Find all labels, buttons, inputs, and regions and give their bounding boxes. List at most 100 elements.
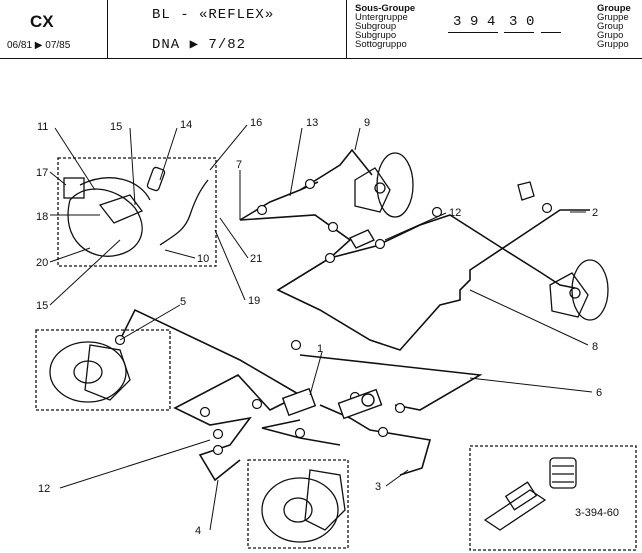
code-digit-3: 4 <box>487 14 496 30</box>
group-label-fr: Groupe <box>597 3 631 14</box>
fitting <box>256 204 268 216</box>
page-title: BL - «REFLEX» <box>152 7 275 23</box>
leader-1 <box>309 351 323 396</box>
pipe-6 <box>299 354 483 411</box>
hub <box>354 167 391 213</box>
leader-17 <box>49 171 67 186</box>
pipe-3 <box>319 404 432 476</box>
hose-bracket-2 <box>517 181 535 201</box>
valve-port <box>361 393 375 407</box>
valve-body <box>281 387 317 417</box>
inset-box-top-left <box>57 157 217 267</box>
callout-16: 16 <box>250 117 262 129</box>
fitting <box>541 202 553 214</box>
pipe-2 <box>239 209 590 351</box>
dna-range: DNA ▶ 7/82 <box>152 37 247 53</box>
group-label-de: Gruppe <box>597 12 629 23</box>
fitting <box>294 427 306 439</box>
inset-box-tool <box>469 445 637 551</box>
leader-19 <box>214 229 246 301</box>
callout-6: 6 <box>596 387 602 399</box>
subgroup-label-it: Sottogruppo <box>355 39 407 50</box>
subgroup-label-de: Untergruppe <box>355 12 408 23</box>
callout-11: 11 <box>37 121 48 133</box>
subgroup-label-en: Subgroup <box>355 21 397 32</box>
group-label-es: Grupo <box>597 30 624 41</box>
leader-15b <box>49 239 121 306</box>
callout-9: 9 <box>364 117 370 129</box>
distribution-valve <box>281 229 383 420</box>
fitting <box>290 339 302 351</box>
leader-12a <box>384 212 447 241</box>
bleed-screw <box>146 166 166 192</box>
caliper <box>63 177 85 199</box>
leader-4 <box>209 479 219 531</box>
leader-20 <box>49 247 91 263</box>
callout-4: 4 <box>195 525 201 537</box>
tool-fitting <box>504 481 538 511</box>
leader-14 <box>159 127 178 181</box>
leader-5 <box>119 304 181 341</box>
leader-8 <box>469 289 589 346</box>
pipe-4 <box>173 374 301 482</box>
code-digit-5: 0 <box>526 14 535 30</box>
callout-19: 19 <box>248 295 260 307</box>
fitting <box>374 238 386 250</box>
header: CX 06/81 ▶ 07/85 BL - «REFLEX» DNA ▶ 7/8… <box>0 0 642 60</box>
callout-20: 20 <box>36 257 48 269</box>
pipe-8 <box>277 214 576 291</box>
leader-21 <box>219 217 249 259</box>
brake-disc <box>67 188 143 257</box>
fitting <box>394 402 406 414</box>
leader-12b <box>59 439 211 489</box>
code-digit-1: 3 <box>453 14 462 30</box>
right-wheel-hub <box>517 181 609 321</box>
inset-box-bottom <box>247 459 349 549</box>
code-underline-3 <box>541 32 561 33</box>
header-divider-1 <box>107 0 108 58</box>
hub-center <box>374 182 386 194</box>
fitting <box>199 406 211 418</box>
caliper <box>84 344 131 401</box>
callout-15-bottom: 15 <box>36 300 48 312</box>
callout-2: 2 <box>592 207 598 219</box>
valve-body-2 <box>337 388 383 420</box>
leader-10 <box>164 249 196 259</box>
disc <box>376 152 414 218</box>
callout-8: 8 <box>592 341 598 353</box>
callout-13: 13 <box>306 117 318 129</box>
hub-center <box>569 287 581 299</box>
leader-15a <box>129 127 136 206</box>
leader-13 <box>289 127 303 197</box>
header-bottom-rule <box>0 58 642 59</box>
callout-12-bottom: 12 <box>38 483 50 495</box>
group-label-en: Group <box>597 21 624 32</box>
fitting <box>251 398 263 410</box>
callout-10: 10 <box>197 253 209 265</box>
model-name: CX <box>30 12 54 31</box>
flex-hose <box>159 179 209 246</box>
callout-18: 18 <box>36 211 48 223</box>
master-cylinder-view <box>57 157 217 267</box>
tool-sleeve <box>549 457 577 489</box>
front-wheel-hub <box>354 152 414 218</box>
fitting <box>324 252 336 264</box>
header-divider-2 <box>346 0 347 58</box>
rear-left-wheel-view <box>35 329 171 411</box>
callout-1: 1 <box>317 343 323 355</box>
tool-reference-label: 3-394-60 <box>575 507 619 519</box>
code-underline-2 <box>504 32 534 33</box>
fitting <box>212 428 224 440</box>
pipe-fittings <box>114 178 553 456</box>
leader-11 <box>54 127 96 191</box>
disc <box>261 477 339 543</box>
rear-right-wheel-view <box>247 459 349 549</box>
callout-7: 7 <box>236 159 242 171</box>
fitting <box>212 444 224 456</box>
callout-17: 17 <box>36 167 48 179</box>
pipe-7 <box>239 181 319 221</box>
callout-3: 3 <box>375 481 381 493</box>
model-dates: 06/81 ▶ 07/85 <box>7 40 71 51</box>
leader-3 <box>385 469 409 487</box>
